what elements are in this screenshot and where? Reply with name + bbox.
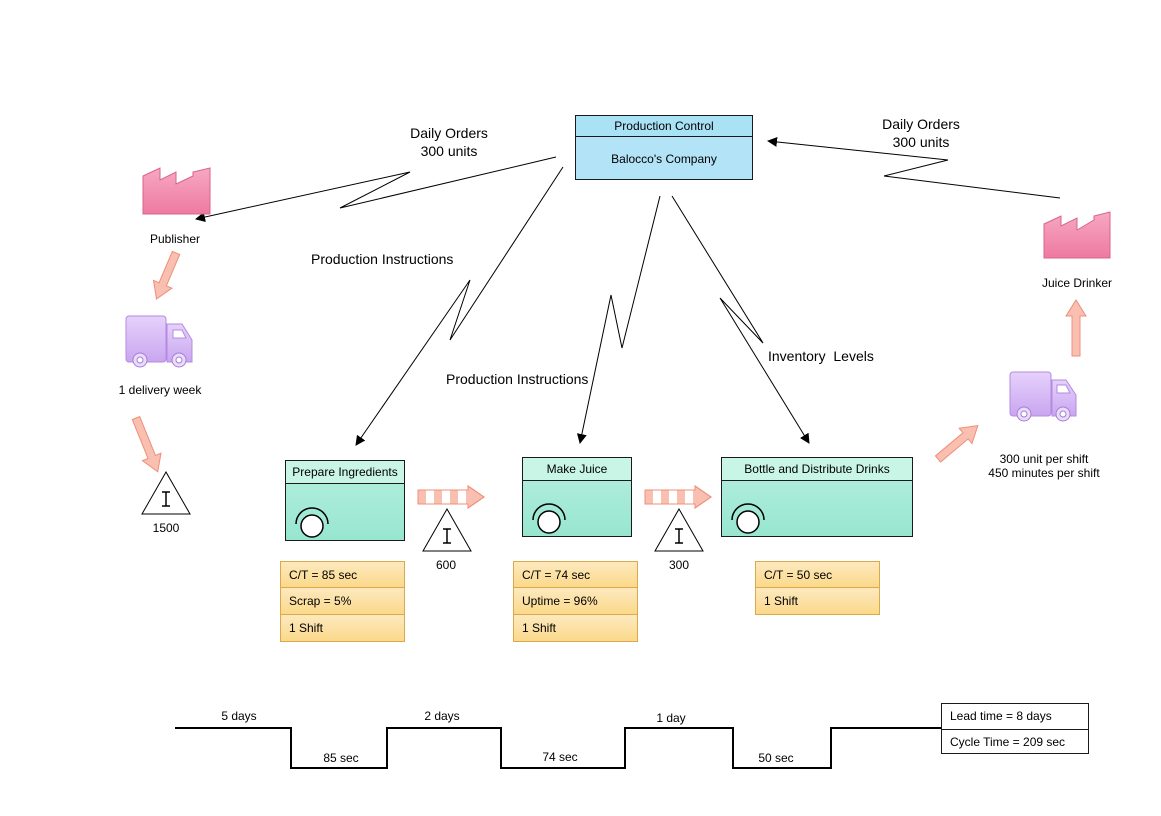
- summary-box: Lead time = 8 days Cycle Time = 209 sec: [941, 703, 1089, 754]
- truck-icon: [1009, 371, 1077, 422]
- inventory-value: 600: [435, 558, 457, 572]
- timeline-cycle: 85 sec: [323, 751, 359, 765]
- inventory-triangle-icon: [422, 507, 472, 552]
- truck-icon: [125, 315, 193, 368]
- instructions-label-2: Production Instructions: [446, 371, 589, 387]
- inventory-triangle-icon: [141, 470, 191, 515]
- data-cell: 1 Shift: [755, 588, 880, 615]
- data-cell: C/T = 50 sec: [755, 561, 880, 588]
- timeline-wait: 2 days: [424, 709, 460, 723]
- process-name: Prepare Ingredients: [286, 461, 404, 484]
- shipment-arrow: [131, 415, 162, 473]
- operator-icon: [295, 507, 329, 538]
- info-flow-to-publisher: [195, 156, 557, 222]
- data-cell: 1 Shift: [513, 615, 638, 642]
- shipment-arrow: [152, 250, 181, 300]
- timeline-wait: 5 days: [221, 709, 257, 723]
- instruction-flow-2: [576, 195, 661, 444]
- orders-label-right: Daily Orders 300 units: [882, 116, 960, 150]
- operator-icon: [731, 503, 765, 534]
- timeline-cycle: 74 sec: [542, 750, 578, 764]
- inventory-value: 1500: [152, 521, 180, 535]
- factory-icon: [1043, 211, 1111, 259]
- shipment-arrow: [934, 424, 979, 463]
- instruction-flow-3: [671, 195, 810, 444]
- data-cell: Scrap = 5%: [280, 588, 405, 615]
- process-name: Make Juice: [523, 458, 631, 481]
- production-control-company: Balocco's Company: [611, 152, 717, 166]
- orders-label-left: Daily Orders 300 units: [410, 125, 488, 159]
- data-cell: C/T = 85 sec: [280, 561, 405, 588]
- data-box-bottle: C/T = 50 sec 1 Shift: [755, 561, 880, 615]
- customer-label: Juice Drinker: [1041, 276, 1113, 290]
- lead-time: Lead time = 8 days: [950, 709, 1052, 723]
- data-cell: C/T = 74 sec: [513, 561, 638, 588]
- operator-icon: [532, 503, 566, 534]
- instruction-flow-1: [355, 166, 564, 446]
- cycle-time: Cycle Time = 209 sec: [942, 729, 1088, 754]
- inventory-levels-label: Inventory Levels: [768, 348, 874, 364]
- info-flow-from-customer: [767, 136, 1061, 199]
- timeline-wait: 1 day: [656, 711, 686, 725]
- supplier-label: Publisher: [149, 232, 201, 246]
- data-cell: 1 Shift: [280, 615, 405, 642]
- shipment-arrow: [1065, 299, 1087, 357]
- push-arrow: [417, 485, 485, 509]
- inventory-triangle-icon: [654, 507, 704, 552]
- process-make-juice[interactable]: Make Juice: [522, 457, 632, 537]
- process-name: Bottle and Distribute Drinks: [722, 458, 912, 481]
- factory-icon: [142, 167, 211, 215]
- data-box-make-juice: C/T = 74 sec Uptime = 96% 1 Shift: [513, 561, 638, 642]
- inventory-value: 300: [668, 558, 690, 572]
- process-bottle-distribute[interactable]: Bottle and Distribute Drinks: [721, 457, 913, 537]
- timeline-line: [175, 727, 941, 769]
- push-arrow: [644, 485, 712, 509]
- process-prepare-ingredients[interactable]: Prepare Ingredients: [285, 460, 405, 541]
- delivery-in-label: 1 delivery week: [118, 383, 202, 397]
- data-cell: Uptime = 96%: [513, 588, 638, 615]
- production-control-title: Production Control: [576, 116, 752, 137]
- data-box-prepare: C/T = 85 sec Scrap = 5% 1 Shift: [280, 561, 405, 642]
- delivery-out-label: 300 unit per shift 450 minutes per shift: [988, 452, 1100, 480]
- production-control-box[interactable]: Production Control Balocco's Company: [575, 115, 753, 180]
- timeline-cycle: 50 sec: [758, 751, 794, 765]
- instructions-label-1: Production Instructions: [311, 251, 454, 267]
